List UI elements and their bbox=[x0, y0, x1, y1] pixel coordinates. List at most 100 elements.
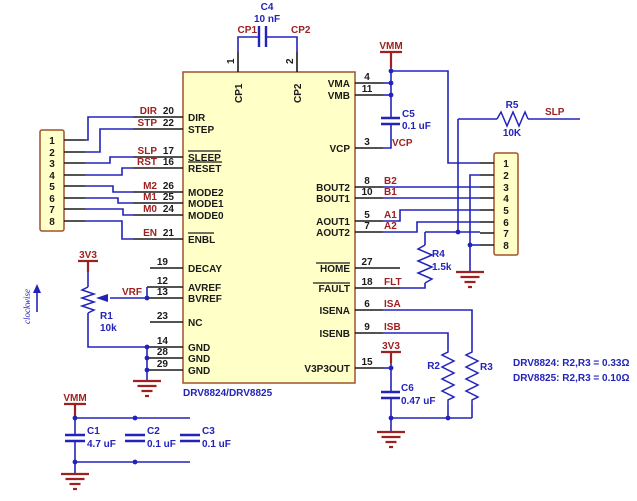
net-label-m1: M1 bbox=[143, 192, 157, 203]
component-value-r5: 10K bbox=[503, 128, 522, 139]
ic-pin-number-cp1: 1 bbox=[226, 58, 237, 64]
note-drv8825: DRV8825: R2,R3 = 0.10Ω bbox=[513, 373, 630, 384]
ic-pin-name-sleep: SLEEP bbox=[188, 153, 221, 164]
ic-pin-name-gnd29: GND bbox=[188, 366, 210, 377]
resistor-r4 bbox=[416, 244, 434, 284]
3v3-power-symbol-right bbox=[381, 350, 401, 363]
pin-number-27: 27 bbox=[361, 257, 373, 268]
net-label-stp: STP bbox=[138, 118, 158, 129]
ic-pin-name-avref: AVREF bbox=[188, 283, 221, 294]
pin-number-28: 28 bbox=[157, 347, 169, 358]
component-ref-r3: R3 bbox=[480, 362, 493, 373]
pin-number-5: 5 bbox=[364, 210, 370, 221]
ic-pin-name-mode2: MODE2 bbox=[188, 188, 224, 199]
ic-pin-name-gnd14: GND bbox=[188, 343, 210, 354]
ic-pin-name-cp1: CP1 bbox=[234, 83, 245, 103]
left-connector-pin-4: 4 bbox=[49, 171, 55, 182]
ic-pin-name-mode1: MODE1 bbox=[188, 199, 224, 210]
component-ref-c3: C3 bbox=[202, 426, 215, 437]
potentiometer-r1 bbox=[79, 286, 97, 314]
capacitor-c6 bbox=[381, 390, 400, 400]
net-label-b1: B1 bbox=[384, 187, 397, 198]
component-value-c1: 4.7 uF bbox=[87, 439, 116, 450]
component-ref-c2: C2 bbox=[147, 426, 160, 437]
component-ref-r4: R4 bbox=[432, 249, 445, 260]
component-value-c5: 0.1 uF bbox=[402, 121, 431, 132]
note-drv8824: DRV8824: R2,R3 = 0.33Ω bbox=[513, 358, 630, 369]
pin-number-19: 19 bbox=[157, 257, 169, 268]
ic-pin-name-isena: ISENA bbox=[319, 306, 350, 317]
net-label-isa: ISA bbox=[384, 299, 401, 310]
ground-symbols bbox=[61, 270, 484, 491]
right-connector-pin-8: 8 bbox=[503, 241, 509, 252]
ic-pin-name-aout1: AOUT1 bbox=[316, 217, 350, 228]
component-value-c2: 0.1 uF bbox=[147, 439, 176, 450]
resistor-r5 bbox=[496, 110, 529, 128]
power-label-vmm-top: VMM bbox=[379, 41, 402, 52]
ground-icon bbox=[456, 270, 484, 289]
net-label-a1: A1 bbox=[384, 210, 397, 221]
pin-number-12: 12 bbox=[157, 276, 169, 287]
right-connector-pin-7: 7 bbox=[503, 229, 509, 240]
ic-pin-name-decay: DECAY bbox=[188, 264, 222, 275]
capacitor-c1 bbox=[65, 433, 85, 443]
ic-pin-name-fault: FAULT bbox=[319, 284, 350, 295]
net-label-slp-right: SLP bbox=[545, 107, 565, 118]
pin-number-6: 6 bbox=[364, 299, 370, 310]
component-ref-c6: C6 bbox=[401, 383, 414, 394]
left-connector-pin-7: 7 bbox=[49, 205, 55, 216]
net-label-vcp: VCP bbox=[392, 138, 413, 149]
power-label-3v3-left: 3V3 bbox=[79, 250, 97, 261]
net-label-a2: A2 bbox=[384, 221, 397, 232]
net-label-isb: ISB bbox=[384, 322, 401, 333]
net-label-slp: SLP bbox=[138, 146, 158, 157]
left-connector-pin-5: 5 bbox=[49, 182, 55, 193]
pin-number-17: 17 bbox=[163, 146, 175, 157]
ic-pin-name-gnd28: GND bbox=[188, 354, 210, 365]
capacitors bbox=[65, 26, 400, 443]
left-connector-pin-6: 6 bbox=[49, 194, 55, 205]
resistor-r3 bbox=[464, 350, 480, 405]
net-label-m0: M0 bbox=[143, 204, 157, 215]
ic-pin-name-cp2: CP2 bbox=[293, 83, 304, 103]
pin-number-16: 16 bbox=[163, 157, 175, 168]
ic-pin-name-enbl: ENBL bbox=[188, 235, 215, 246]
right-connector-pin-1: 1 bbox=[503, 159, 509, 170]
component-ref-r2: R2 bbox=[427, 361, 440, 372]
pin-number-7: 7 bbox=[364, 221, 370, 232]
pin-number-20: 20 bbox=[163, 106, 175, 117]
capacitor-c4 bbox=[257, 26, 268, 47]
pin-number-9: 9 bbox=[364, 322, 370, 333]
ground-icon bbox=[377, 430, 405, 449]
net-label-m2: M2 bbox=[143, 181, 157, 192]
right-connector-pin-4: 4 bbox=[503, 194, 509, 205]
junction-dots bbox=[72, 68, 473, 465]
component-ref-r1: R1 bbox=[100, 311, 113, 322]
pin-number-10: 10 bbox=[361, 187, 373, 198]
left-connector-pin-3: 3 bbox=[49, 159, 55, 170]
ic-pin-name-isenb: ISENB bbox=[319, 329, 350, 340]
clockwise-label: clockwise bbox=[22, 289, 32, 324]
pin-number-24: 24 bbox=[163, 204, 175, 215]
ic-pin-name-v3p3out: V3P3OUT bbox=[304, 364, 350, 375]
net-label-b2: B2 bbox=[384, 176, 397, 187]
ic-name: DRV8824/DRV8825 bbox=[183, 388, 273, 399]
resistor-r2 bbox=[440, 350, 456, 405]
clockwise-arrow-icon bbox=[33, 284, 41, 312]
right-connector-body bbox=[493, 152, 519, 256]
net-label-en: EN bbox=[143, 228, 157, 239]
left-connector-body bbox=[39, 129, 65, 232]
ic-pin-name-bout1: BOUT1 bbox=[316, 194, 350, 205]
net-label-cp2: CP2 bbox=[291, 25, 311, 36]
resistors bbox=[79, 110, 529, 405]
ic-pin-name-mode0: MODE0 bbox=[188, 211, 224, 222]
capacitor-c5 bbox=[381, 116, 400, 126]
3v3-power-symbol-left bbox=[78, 259, 98, 272]
net-label-flt: FLT bbox=[384, 277, 402, 288]
ic-pin-name-nc: NC bbox=[188, 318, 202, 329]
ic-pin-name-bvref: BVREF bbox=[188, 294, 222, 305]
component-value-c4: 10 nF bbox=[254, 14, 280, 25]
power-label-vmm-bottom: VMM bbox=[63, 393, 86, 404]
net-label-rst: RST bbox=[137, 157, 157, 168]
right-connector-pin-6: 6 bbox=[503, 218, 509, 229]
